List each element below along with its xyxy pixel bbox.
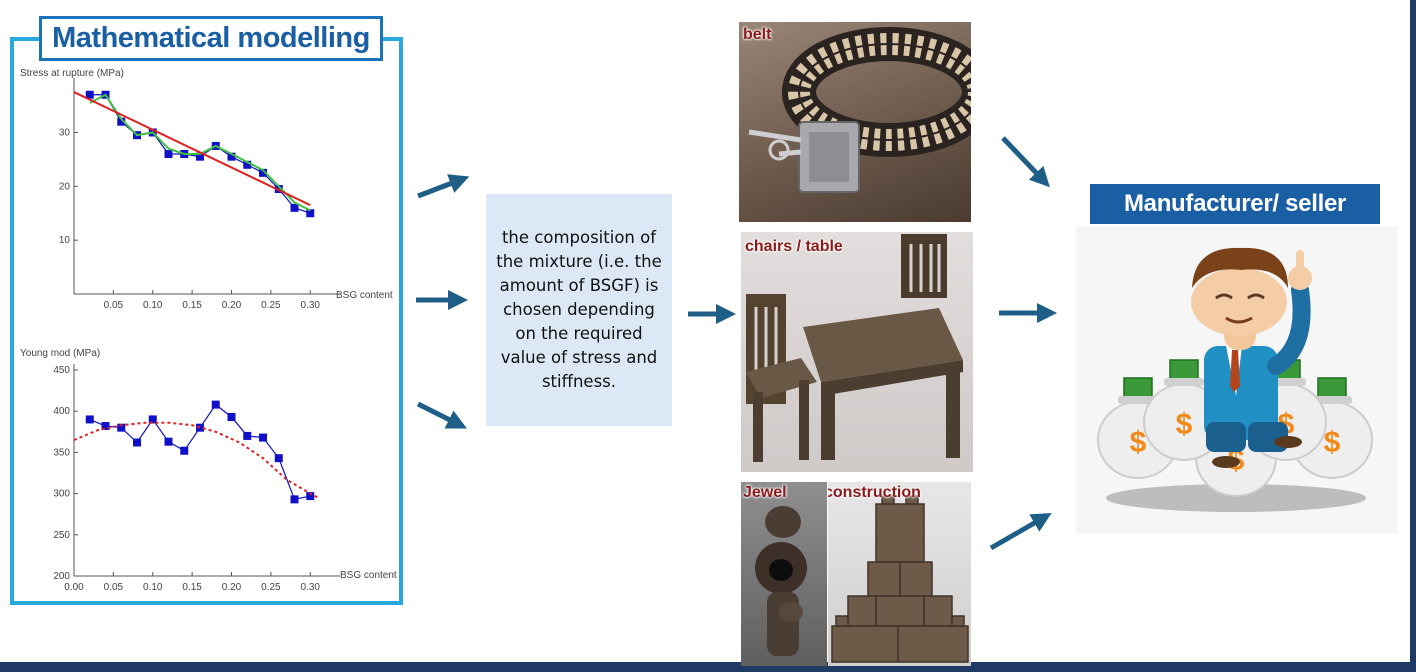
data-point: [196, 152, 204, 161]
x-tick-label: 0.10: [143, 582, 163, 593]
x-tick-label: 0.00: [64, 582, 84, 593]
arrows-to-manufacturer: [989, 136, 1057, 551]
modelling-title: Mathematical modelling: [52, 22, 370, 54]
x-tick-label: 0.30: [301, 582, 321, 593]
stress-xlabel: BSG content: [336, 290, 393, 301]
arrow-up-right: [417, 174, 470, 199]
arrow-down-right: [416, 401, 467, 429]
composition-box: the composition of the mixture (i.e. the…: [486, 194, 672, 426]
data-point: [274, 454, 283, 463]
manufacturer-title-box: Manufacturer/ seller: [1090, 184, 1380, 224]
data-point: [290, 203, 299, 212]
dollar-symbol: $: [1324, 426, 1341, 459]
y-tick-label: 30: [59, 127, 71, 138]
x-tick-label: 0.20: [222, 300, 242, 311]
data-point: [117, 423, 126, 432]
data-point: [164, 150, 173, 158]
x-tick-label: 0.05: [104, 300, 124, 311]
data-point: [85, 415, 94, 424]
banknote: [1123, 377, 1153, 399]
arrow-from-belt: [1001, 136, 1050, 188]
data-point: [290, 495, 299, 504]
data-point: [259, 168, 267, 177]
stress-chart: Stress at rupture (MPa) BSG content 0.05…: [20, 68, 393, 311]
data-point: [180, 446, 189, 455]
data-point: [306, 209, 315, 218]
data-point: [148, 415, 157, 424]
arrow-from-construction: [989, 513, 1052, 551]
dollar-symbol: $: [1176, 408, 1193, 441]
data-point: [85, 90, 94, 99]
bottom-border: [0, 662, 1416, 672]
modelling-title-box: Mathematical modelling: [39, 16, 383, 61]
chairs-table-photo: chairs / table: [741, 232, 973, 472]
chairs-table-label: chairs / table: [745, 238, 843, 255]
data-point: [117, 117, 126, 126]
x-tick-label: 0.10: [143, 300, 163, 311]
composition-text: the composition of the mixture (i.e. the…: [496, 228, 662, 391]
construction-photo: construction: [828, 482, 971, 666]
polynomial-fit-line: [73, 421, 319, 499]
x-tick-label: 0.25: [261, 582, 281, 593]
x-tick-label: 0.15: [182, 582, 202, 593]
data-point: [164, 437, 173, 446]
data-point: [259, 433, 267, 442]
y-tick-label: 400: [53, 406, 70, 417]
y-tick-label: 200: [53, 571, 70, 582]
x-tick-label: 0.20: [222, 582, 242, 593]
data-point: [243, 160, 252, 169]
data-point: [211, 400, 220, 409]
x-tick-label: 0.25: [261, 300, 281, 311]
y-tick-label: 20: [59, 181, 71, 192]
belt-label: belt: [743, 26, 772, 43]
banknote: [1169, 359, 1199, 381]
linear-fit-line: [73, 91, 311, 207]
belt-photo: belt: [739, 22, 971, 222]
smooth-fit-line: [89, 93, 311, 212]
young-xlabel: BSG content: [340, 570, 397, 581]
right-border: [1410, 0, 1416, 672]
y-tick-label: 350: [53, 447, 70, 458]
jewel-label: Jewel: [743, 484, 787, 501]
data-point: [101, 422, 110, 431]
jewel-photo: Jewel: [741, 482, 827, 666]
dollar-symbol: $: [1130, 426, 1147, 459]
y-tick-label: 450: [53, 365, 70, 376]
x-tick-label: 0.05: [104, 582, 124, 593]
young-ylabel: Young mod (MPa): [20, 348, 100, 359]
arrows-to-center: [416, 174, 470, 429]
data-point: [306, 492, 315, 501]
y-tick-label: 300: [53, 489, 70, 500]
manufacturer-title: Manufacturer/ seller: [1123, 190, 1347, 217]
manufacturer-illustration: $$$$$: [1076, 226, 1398, 534]
data-point: [133, 438, 141, 447]
data-point: [227, 152, 236, 161]
data-point: [227, 412, 236, 421]
y-tick-label: 10: [59, 235, 71, 246]
construction-label: construction: [828, 484, 921, 501]
stress-ylabel: Stress at rupture (MPa): [20, 68, 124, 79]
banknote: [1317, 377, 1347, 399]
x-tick-label: 0.30: [301, 300, 321, 311]
measured-line: [89, 403, 311, 501]
x-tick-label: 0.15: [182, 300, 202, 311]
data-point: [196, 423, 204, 432]
arrow-to-products: [688, 304, 736, 324]
y-tick-label: 250: [53, 530, 70, 541]
young-chart: Young mod (MPa) BSG content 0.00 0.05 0.10…: [20, 348, 397, 593]
data-point: [243, 431, 252, 440]
